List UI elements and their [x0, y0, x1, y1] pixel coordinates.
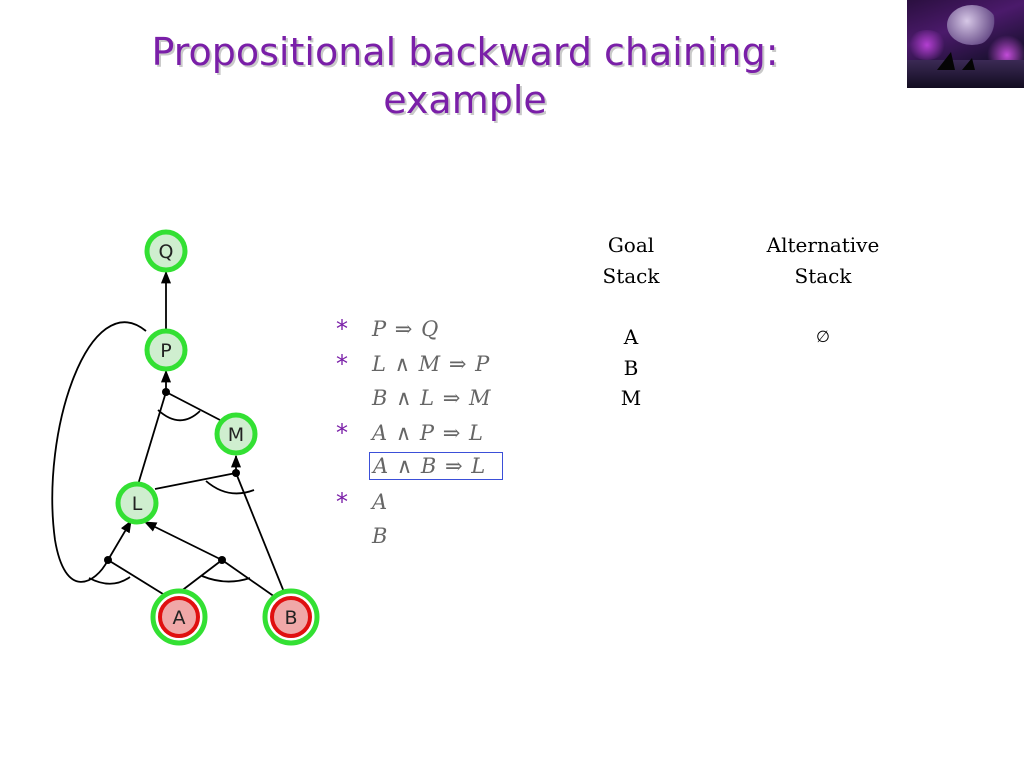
goal-stack-item: A	[590, 322, 672, 353]
junction-dot-l1	[104, 556, 112, 564]
node-a: A	[153, 591, 205, 643]
star-marker: *	[336, 487, 348, 517]
node-l: L	[118, 484, 156, 522]
node-label-m: M	[228, 424, 244, 446]
goal-stack-item: B	[590, 353, 672, 384]
goal-stack-items: A B M	[590, 322, 672, 414]
goal-stack-item: M	[590, 383, 672, 414]
node-m: M	[217, 415, 255, 453]
alternative-stack-header-2: Stack	[760, 261, 886, 292]
rule-text: P ⇒ Q	[372, 316, 439, 342]
arc-and-l2	[202, 576, 250, 582]
rule-text: B ∧ L ⇒ M	[372, 385, 492, 411]
star-marker: *	[336, 418, 348, 448]
alternative-stack-header-1: Alternative	[760, 230, 886, 261]
edge-a-andnode1	[108, 560, 163, 594]
arc-and-p	[158, 410, 200, 420]
node-label-l: L	[132, 493, 143, 515]
star-marker: *	[336, 314, 348, 344]
node-label-p: P	[160, 340, 171, 362]
edge-andnode2-l	[145, 522, 222, 560]
goal-stack-header-1: Goal	[590, 230, 672, 261]
goal-stack-header-2: Stack	[590, 261, 672, 292]
node-p: P	[147, 331, 185, 369]
junction-dot-p	[162, 388, 170, 396]
rule-text: A	[372, 489, 388, 515]
arc-and-m	[206, 481, 254, 493]
edge-loop-p-l	[52, 322, 146, 582]
current-rule-highlight: A ∧ B ⇒ L	[369, 452, 503, 480]
node-label-b: B	[284, 607, 297, 629]
edge-andnode1-l	[108, 521, 131, 560]
star-marker: *	[336, 349, 348, 379]
node-label-a: A	[173, 607, 186, 629]
node-b: B	[265, 591, 317, 643]
goal-stack: Goal Stack A B M	[590, 230, 672, 414]
edge-l-andnode-m	[155, 473, 236, 489]
junction-dot-l2	[218, 556, 226, 564]
rule-text: A ∧ P ⇒ L	[372, 420, 484, 446]
rule-text: L ∧ M ⇒ P	[372, 351, 490, 377]
rule-text: B	[372, 523, 388, 549]
edge-l-andnode	[137, 392, 166, 488]
alternative-stack-items: ∅	[760, 322, 886, 353]
empty-set-symbol: ∅	[760, 322, 886, 353]
arc-and-l1	[89, 577, 130, 584]
node-label-q: Q	[159, 241, 174, 263]
junction-dot-m	[232, 469, 240, 477]
alternative-stack: Alternative Stack ∅	[760, 230, 886, 353]
node-q: Q	[147, 232, 185, 270]
edge-a-andnode2	[180, 560, 222, 592]
